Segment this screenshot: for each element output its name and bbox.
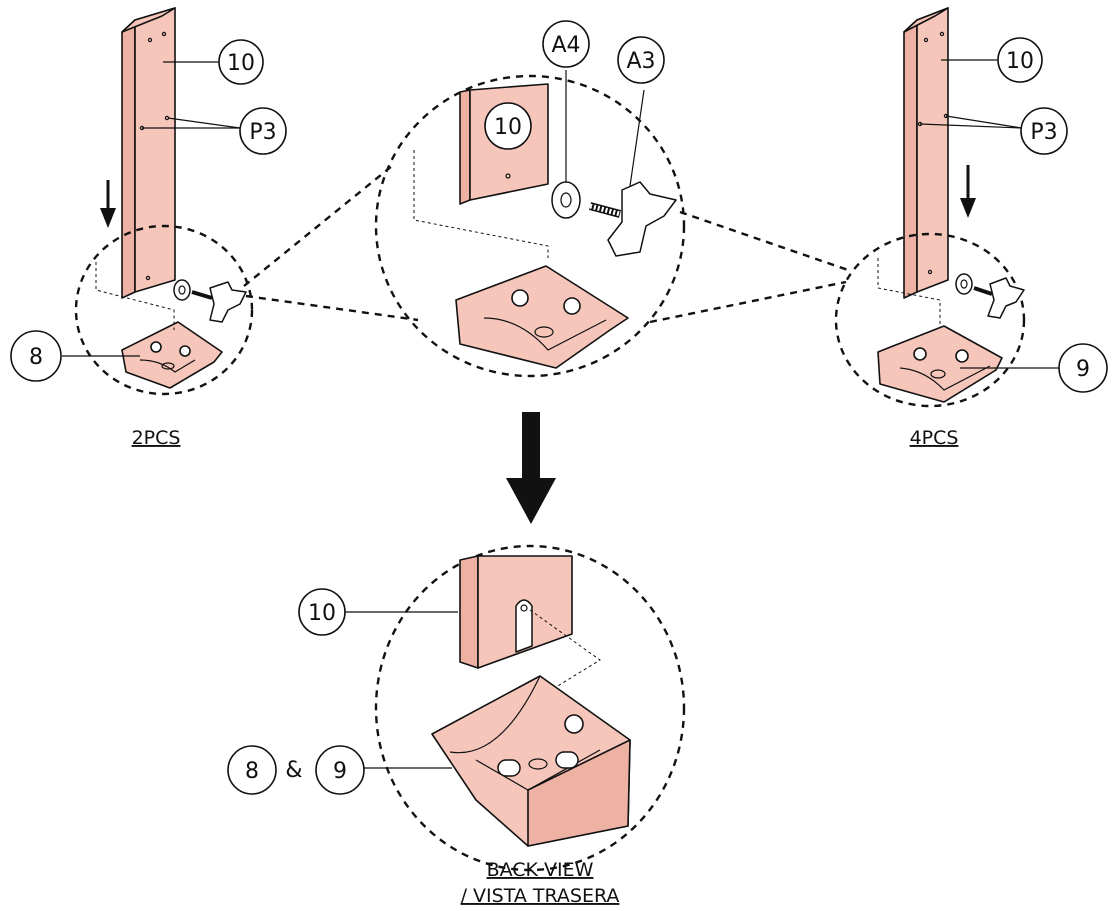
callout-p3-right: P3: [1020, 107, 1068, 155]
right-detail-circle: [834, 232, 1026, 408]
callout-8-back: 8: [227, 745, 277, 795]
center-detail: [243, 70, 849, 378]
left-quantity-caption: 2PCS: [132, 427, 181, 449]
callout-10-center: 10: [484, 102, 532, 150]
label-a3: A3: [626, 49, 655, 74]
main-down-arrow: [506, 412, 556, 524]
callout-p3-left: P3: [239, 107, 287, 155]
center-knob-a3: [588, 181, 677, 257]
label-8: 8: [245, 759, 259, 784]
right-down-arrow: [960, 165, 976, 218]
label-p3: P3: [1030, 120, 1057, 145]
back-view-foot: [431, 675, 631, 847]
callout-10-right: 10: [997, 37, 1043, 83]
label-10: 10: [308, 601, 336, 626]
left-post: [121, 7, 176, 299]
label-10: 10: [1006, 49, 1034, 74]
back-view-post: [459, 555, 573, 669]
callout-10-back: 10: [298, 588, 346, 636]
label-10: 10: [494, 115, 522, 140]
label-10: 10: [227, 51, 255, 76]
label-p3: P3: [249, 120, 276, 145]
left-hardware: [173, 279, 247, 323]
center-foot: [455, 265, 629, 369]
right-post: [903, 7, 949, 299]
right-assembly: [834, 7, 1060, 408]
label-9: 9: [333, 759, 347, 784]
ampersand-label: &: [285, 758, 302, 783]
right-hardware: [955, 273, 1025, 319]
label-8: 8: [29, 345, 43, 370]
label-9: 9: [1076, 357, 1090, 382]
callout-a4: A4: [542, 20, 590, 68]
left-down-arrow: [100, 180, 116, 228]
back-view-caption: BACK VIEW: [487, 859, 594, 881]
left-detail-circle: [74, 224, 254, 396]
right-foot-9: [877, 325, 1003, 403]
center-washer-a4: [551, 181, 581, 219]
label-a4: A4: [551, 33, 580, 58]
callout-9-back: 9: [315, 745, 365, 795]
back-view-circle: [374, 544, 686, 872]
back-view-assembly: [344, 544, 686, 872]
callout-9-right: 9: [1058, 343, 1108, 393]
right-quantity-caption: 4PCS: [910, 427, 959, 449]
left-assembly: [62, 7, 254, 396]
callout-10-left: 10: [218, 39, 264, 85]
callout-8-left: 8: [10, 330, 62, 382]
back-view-caption-spanish: / VISTA TRASERA: [461, 885, 620, 907]
center-detail-circle: [374, 74, 686, 378]
left-foot-8: [121, 321, 223, 389]
callout-a3: A3: [617, 36, 665, 84]
